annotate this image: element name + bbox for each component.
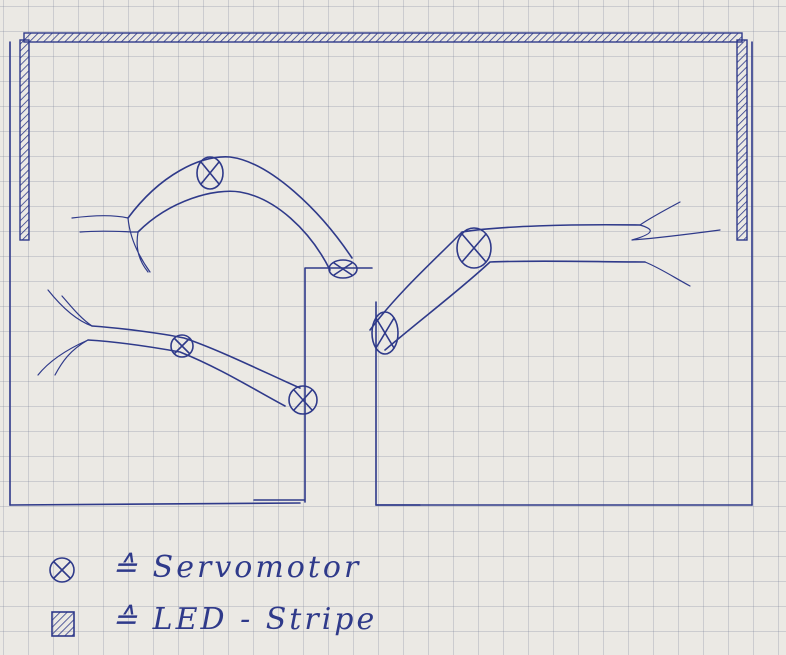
upper-left-arm	[72, 157, 352, 272]
servo-4	[289, 386, 317, 414]
servo-6	[457, 228, 491, 268]
room-outline	[10, 42, 752, 505]
hatched-square-icon	[52, 612, 74, 636]
servo-2	[329, 260, 357, 278]
led-stripe-right	[737, 40, 747, 240]
right-arm	[370, 202, 720, 350]
led-stripe-top	[24, 33, 742, 42]
left-column	[254, 268, 372, 502]
led-stripe-left	[20, 40, 29, 240]
lower-left-arm	[38, 290, 300, 406]
servo-1	[197, 157, 223, 189]
legend-servo-label: ≙ Servomotor	[112, 550, 361, 585]
legend-led-label: ≙ LED - Stripe	[112, 602, 377, 637]
servo-symbol-icon	[50, 558, 74, 582]
